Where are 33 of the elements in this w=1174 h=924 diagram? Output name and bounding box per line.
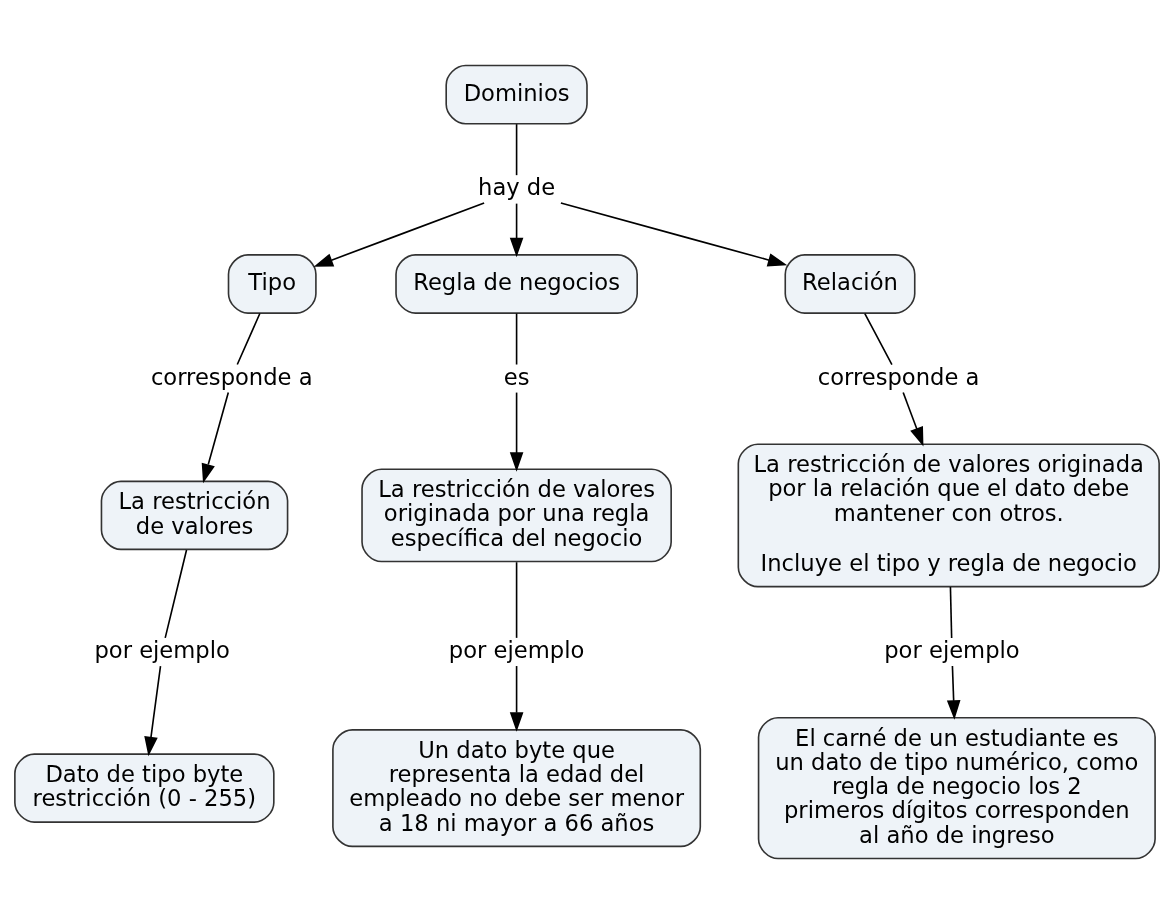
- node-box: Un dato byte que representa la edad del empleado no debe ser menor a 18 ni mayor a 66 años: [332, 729, 702, 848]
- connector: [515, 312, 518, 366]
- node-box: El carné de un estudiante es un dato de tipo numérico, como regla de negocio los 2 primeros dígitos corresponden al año de ingreso: [757, 716, 1156, 860]
- arrow: [313, 202, 485, 267]
- connector: [515, 123, 518, 176]
- node-box: Regla de negocios: [395, 254, 638, 314]
- node-box: Dominios: [445, 64, 588, 125]
- connector: [864, 312, 893, 366]
- connector: [949, 586, 953, 639]
- node-text: hay de: [478, 174, 556, 201]
- node-text: por ejemplo: [884, 637, 1020, 664]
- node-box: Dato de tipo byte restricción (0 - 255): [14, 753, 275, 823]
- arrow: [509, 391, 524, 472]
- connector: [515, 561, 518, 639]
- node-box: Tipo: [227, 254, 317, 314]
- node-text: corresponde a: [150, 363, 313, 390]
- arrow: [509, 202, 524, 258]
- node-text: por ejemplo: [94, 637, 230, 664]
- node-box: La restricción de valores originada por una regla específica del negocio: [361, 468, 672, 563]
- node-box: Relación: [784, 254, 916, 314]
- arrow: [509, 665, 524, 732]
- arrow: [144, 665, 162, 757]
- node-box: La restricción de valores: [100, 480, 289, 551]
- node-box: La restricción de valores originada por la relación que el dato debe mantener con otros. Incluye el tipo y regla de negocio: [737, 443, 1160, 588]
- arrow: [946, 665, 961, 720]
- node-text: por ejemplo: [448, 637, 585, 664]
- arrow: [902, 391, 924, 447]
- node-text: corresponde a: [817, 363, 980, 390]
- connector: [236, 312, 261, 366]
- node-text: es: [503, 363, 530, 390]
- connector: [164, 549, 188, 639]
- arrow: [560, 202, 788, 267]
- arrow: [201, 391, 230, 484]
